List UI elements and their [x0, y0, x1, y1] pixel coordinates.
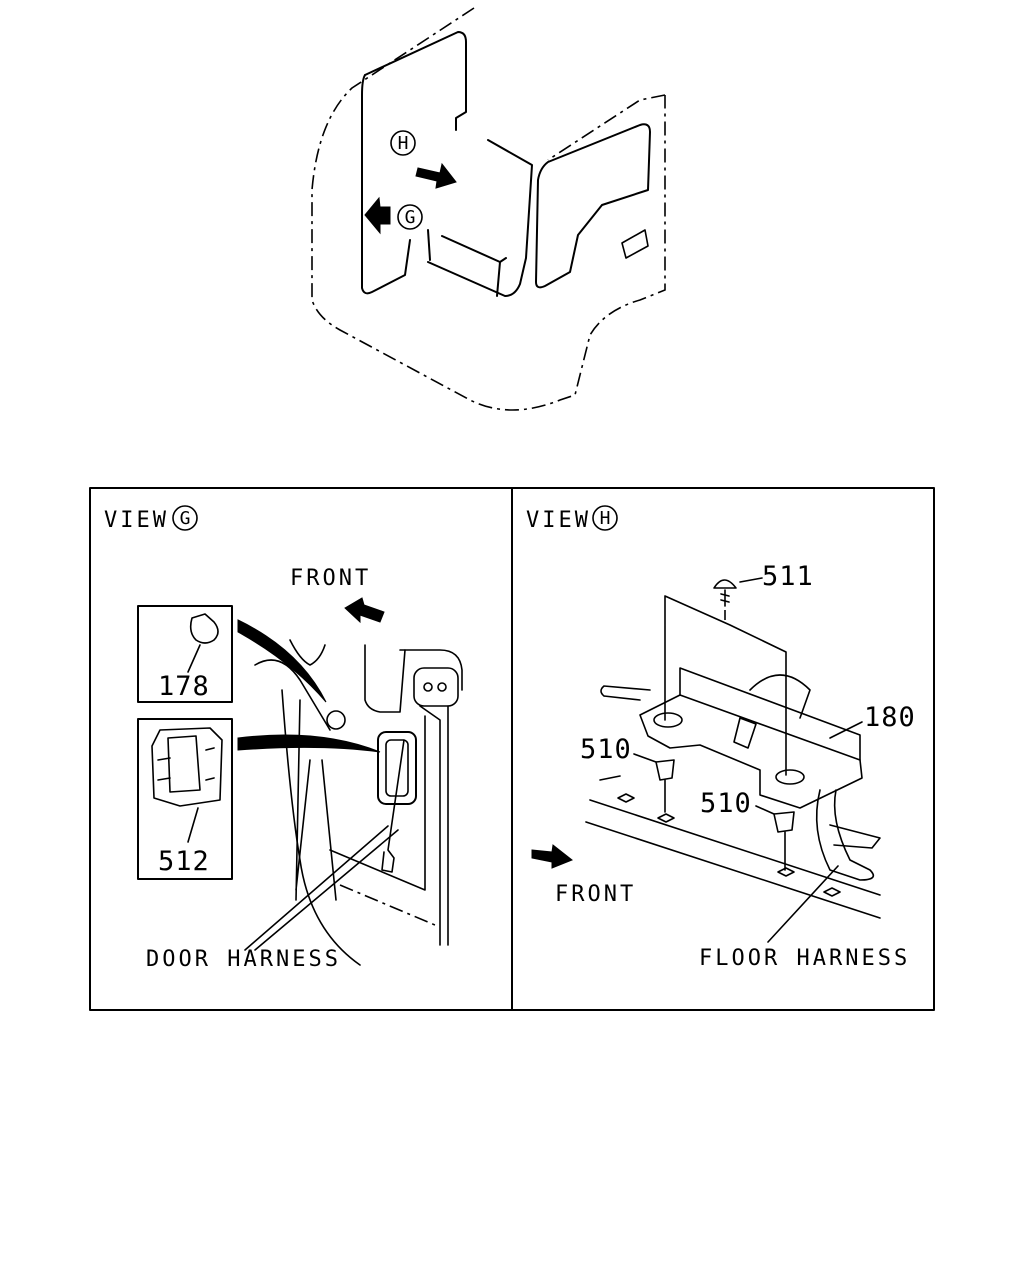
view-h-arrow: [415, 162, 457, 189]
door-harness-leader-2: [254, 829, 399, 951]
inset-512-box: [137, 718, 233, 880]
view-h-title: VIEW: [526, 508, 591, 533]
view-g-panel: VIEW G FRONT 178 512: [104, 505, 463, 972]
callout-h: H: [390, 130, 416, 156]
door-harness-leader-1: [244, 825, 389, 951]
floor-harness-label: FLOOR HARNESS: [699, 946, 910, 971]
part-510-b-label: 510: [700, 788, 752, 819]
part-511-label: 511: [762, 561, 814, 592]
floor-lines: [585, 775, 881, 919]
part-512-label: 512: [158, 846, 210, 877]
cab-outline: [311, 7, 666, 411]
view-g-arrow: [364, 196, 391, 235]
inset-178-box: [137, 605, 233, 703]
view-g-front-arrow: [344, 597, 385, 624]
part-510-a-label: 510: [580, 734, 632, 765]
bracket-hole-1: [653, 712, 683, 728]
door-inner-panel: [427, 139, 533, 297]
view-g-front-label: FRONT: [290, 566, 371, 591]
cab-overview: H G: [311, 7, 666, 411]
leader-512: [237, 734, 381, 753]
view-h-front-label: FRONT: [555, 882, 636, 907]
view-h-front-arrow: [531, 844, 573, 869]
door-connector: [413, 667, 459, 707]
door-harness-label: DOOR HARNESS: [146, 947, 341, 972]
clip-nut-510-a: [655, 759, 675, 813]
view-h-circle-letter: H: [600, 508, 611, 529]
clip-512-in-place: [377, 731, 417, 805]
leader-178: [237, 619, 327, 703]
screw-511: [713, 579, 737, 607]
view-g-title: VIEW: [104, 508, 169, 533]
bracket-180: [639, 694, 863, 809]
view-g-circle-letter: G: [180, 508, 191, 529]
floor-harness-leader: [767, 865, 839, 943]
part-180-label: 180: [864, 702, 916, 733]
view-h-panel: VIEW H 511 180 510: [526, 505, 916, 971]
part-178-label: 178: [158, 671, 210, 702]
callout-g: G: [397, 204, 423, 230]
callout-h-letter: H: [398, 133, 409, 154]
front-door-window: [364, 31, 467, 131]
callout-g-letter: G: [405, 207, 416, 228]
rear-door-window: [535, 123, 651, 289]
bracket-hole-2: [775, 769, 805, 785]
grommet-hole: [326, 710, 346, 730]
clip-512-drawing: [151, 727, 223, 807]
